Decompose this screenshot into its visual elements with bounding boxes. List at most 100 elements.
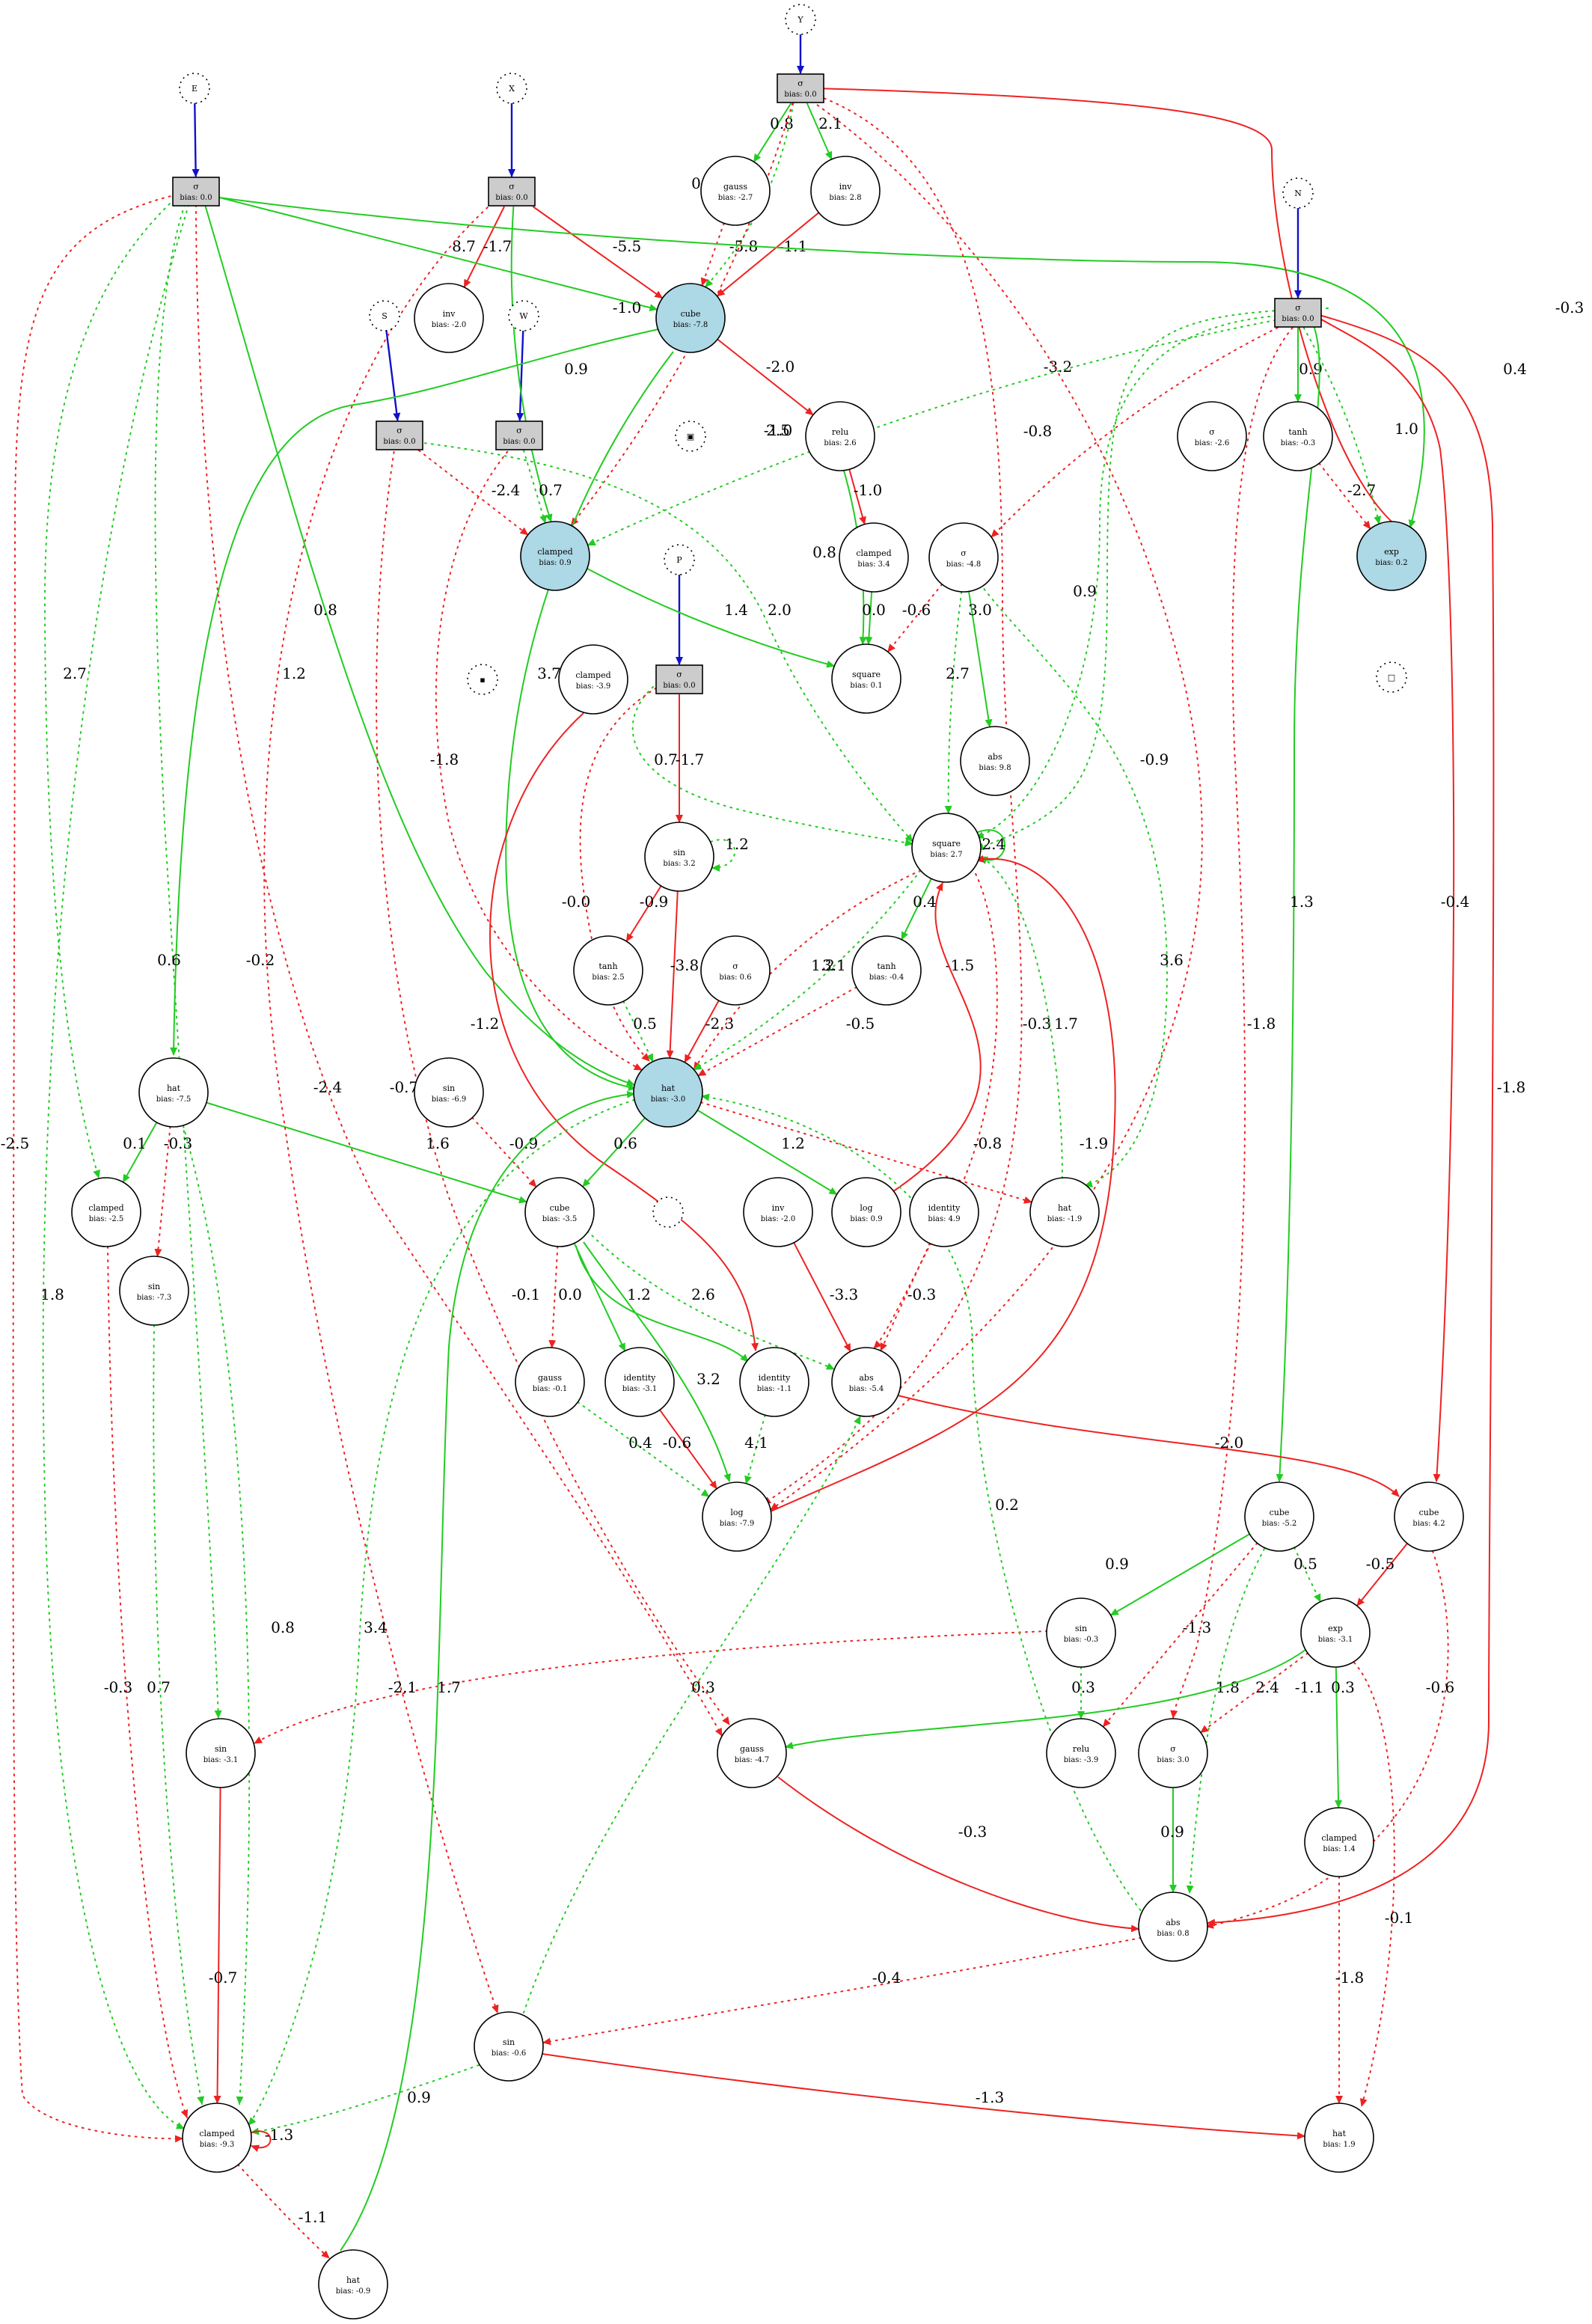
edge-weight-label: 2.4 bbox=[1255, 1678, 1279, 1696]
node-out2: ▪ bbox=[467, 664, 498, 695]
neuron-circle bbox=[1394, 1481, 1464, 1552]
node-bias: bias: -3.1 bbox=[622, 1385, 658, 1393]
edge-e67 bbox=[206, 1101, 528, 1204]
node-activation: hat bbox=[346, 2275, 361, 2285]
input-node-label: P bbox=[676, 555, 682, 565]
neuron-circle bbox=[851, 935, 922, 1006]
neuron-circle bbox=[119, 1256, 189, 1326]
node-bias: bias: -6.9 bbox=[432, 1095, 467, 1104]
node-bias: bias: -2.6 bbox=[1195, 439, 1230, 447]
edge-weight-label: 1.2 bbox=[627, 1285, 651, 1303]
edge-weight-label: -0.4 bbox=[1441, 893, 1470, 911]
node-bias: bias: 0.0 bbox=[180, 194, 212, 202]
edge-e50 bbox=[666, 890, 679, 1059]
edge-weight-label: 3.7 bbox=[537, 664, 561, 682]
edge-e90 bbox=[897, 1395, 1400, 1497]
sigmoid-box bbox=[376, 421, 423, 450]
edge-weight-label: -2.5 bbox=[1, 1134, 30, 1152]
input-node-circle bbox=[1282, 177, 1314, 209]
neuron-circle bbox=[524, 1177, 595, 1247]
edge-e61 bbox=[1312, 314, 1455, 1482]
neuron-circle bbox=[414, 1057, 484, 1128]
node-bias: bias: -7.9 bbox=[720, 1520, 755, 1528]
edge-weight-label: -1.0 bbox=[764, 421, 793, 439]
edge-layer: 0.82.10.3-5.8-1.1-1.7-5.58.7-1.00.9-2.0-… bbox=[1, 34, 1584, 2259]
edge-e87 bbox=[577, 1401, 710, 1498]
edge-weight-label: 0.9 bbox=[1160, 1823, 1184, 1841]
edge-e94 bbox=[1102, 1542, 1258, 1728]
node-bias: bias: 4.2 bbox=[1412, 1520, 1445, 1528]
input-node-circle bbox=[496, 73, 527, 104]
input-node-label: E bbox=[192, 84, 198, 94]
edge-weight-label: -0.1 bbox=[1385, 1909, 1414, 1927]
neuron-circle bbox=[1138, 1892, 1208, 1962]
node-activation: identity bbox=[624, 1373, 657, 1383]
edge-weight-label: 1.2 bbox=[811, 956, 835, 974]
edge-weight-label: -5.5 bbox=[613, 237, 642, 255]
node-bias: bias: -2.5 bbox=[89, 1215, 124, 1223]
neuron-circle bbox=[743, 1177, 813, 1247]
neuron-circle bbox=[515, 1347, 585, 1417]
node-bias: bias: -3.0 bbox=[651, 1095, 686, 1104]
node-bias: bias: 0.1 bbox=[850, 682, 882, 690]
edge-weight-label: -2.1 bbox=[388, 1678, 417, 1696]
node-activation: inv bbox=[772, 1203, 786, 1213]
node-activation: clamped bbox=[856, 548, 891, 558]
neuron-circle bbox=[1263, 401, 1333, 471]
output-node-label: □ bbox=[1388, 673, 1395, 682]
edge-e81 bbox=[573, 1243, 626, 1352]
node-activation: clamped bbox=[575, 670, 610, 680]
edge-e89 bbox=[744, 1414, 766, 1484]
node-activation: cube bbox=[1270, 1508, 1290, 1517]
node-bias: bias: -5.2 bbox=[1262, 1520, 1297, 1528]
node-activation: σ bbox=[1209, 427, 1215, 437]
node-bias: bias: -9.3 bbox=[200, 2141, 235, 2149]
edge-weight-label: -2.0 bbox=[766, 358, 795, 376]
node-activation: abs bbox=[1166, 1918, 1181, 1927]
node-activation: tanh bbox=[1288, 427, 1307, 437]
node-bias: bias: 2.7 bbox=[930, 851, 962, 859]
edge-weight-label: 1.2 bbox=[781, 1134, 805, 1152]
neuron-circle bbox=[474, 2011, 544, 2082]
edge-weight-label: 1.4 bbox=[724, 601, 748, 619]
node-activation: identity bbox=[759, 1373, 792, 1383]
edge-e11 bbox=[700, 222, 725, 287]
edge-e33 bbox=[887, 583, 943, 653]
edge-e73 bbox=[696, 1109, 838, 1196]
node-Y: Y bbox=[785, 4, 816, 35]
edge-e19 bbox=[991, 327, 1279, 538]
edge-e27 bbox=[417, 450, 529, 536]
edge-e51 bbox=[622, 1000, 654, 1062]
edge-e24 bbox=[207, 195, 1425, 528]
edge-weight-label: 0.6 bbox=[613, 1134, 637, 1152]
node-bias: bias: -3.9 bbox=[576, 682, 611, 691]
node-activation: σ bbox=[961, 548, 967, 558]
edge-e102 bbox=[254, 1630, 1048, 1744]
edge-weight-label: -0.8 bbox=[973, 1134, 1002, 1152]
node-bias: bias: 9.8 bbox=[979, 764, 1011, 772]
edge-e84 bbox=[583, 1241, 731, 1482]
edge-weight-label: -2.3 bbox=[705, 1015, 735, 1033]
neuron-circle bbox=[1304, 1807, 1374, 1877]
node-activation: abs bbox=[988, 752, 1002, 762]
node-activation: σ bbox=[676, 670, 682, 679]
edge-weight-label: -0.7 bbox=[209, 1969, 238, 1987]
neuron-circle bbox=[71, 1177, 141, 1247]
edge-e32 bbox=[865, 591, 873, 646]
edge-e23 bbox=[1318, 462, 1371, 530]
edge-weight-label: -0.6 bbox=[663, 1434, 692, 1452]
edge-weight-label: -1.1 bbox=[779, 237, 808, 255]
node-activation: gauss bbox=[740, 1744, 764, 1754]
edge-weight-label: 0.3 bbox=[691, 1678, 715, 1696]
node-activation: gauss bbox=[538, 1373, 562, 1383]
edge-weight-label: -0.8 bbox=[1023, 422, 1053, 440]
edge-weight-label: -3.2 bbox=[1044, 358, 1073, 376]
edge-e54 bbox=[693, 869, 922, 1071]
edge-weight-label: 1.0 bbox=[1394, 420, 1418, 438]
